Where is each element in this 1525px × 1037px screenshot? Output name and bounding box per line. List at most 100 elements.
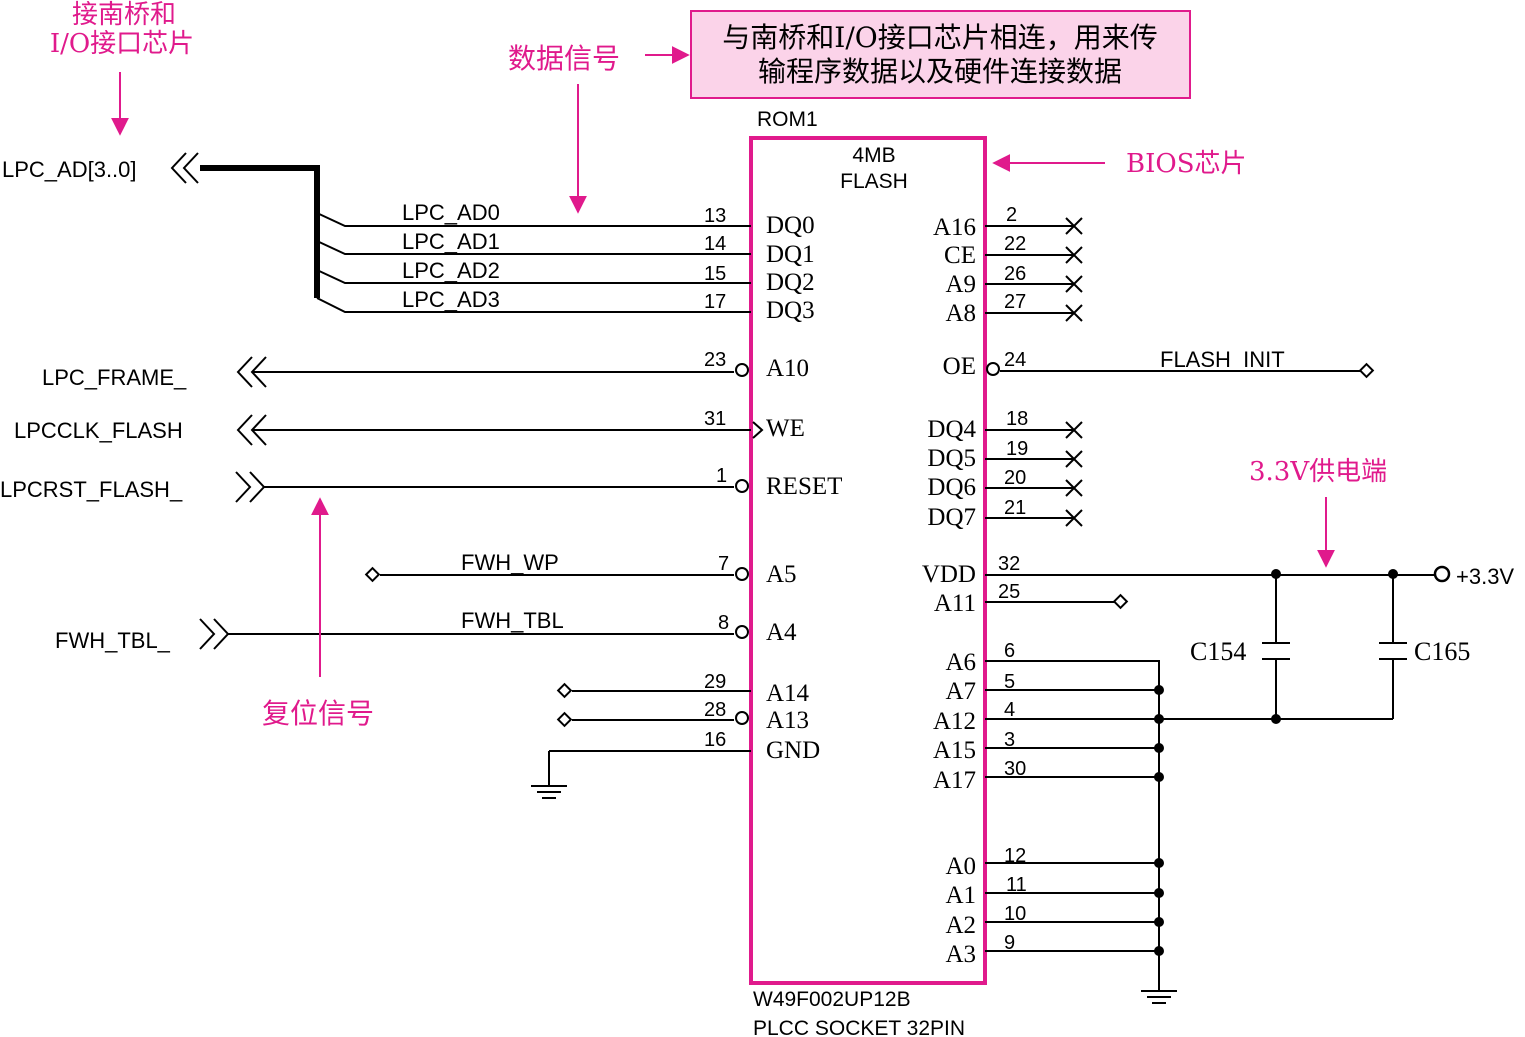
pin-name-a16: A16 [933,214,976,241]
chip-ref: ROM1 [757,108,818,131]
pin-num-24: 24 [1004,349,1026,371]
pin-num-2: 2 [1006,204,1017,226]
pin-num-18: 18 [1006,408,1028,430]
right-nc-pins [985,217,1083,527]
chip-part-number: W49F002UP12B [753,988,911,1011]
fwh-wp-terminal [364,566,381,583]
pin-num-15: 15 [704,263,726,285]
anno-bios-chip: BIOS芯片 [1126,149,1247,179]
lpc-ad-port-arrow [170,152,199,184]
capacitor-c165 [1379,575,1407,719]
anno-description-box [690,10,1191,99]
nc-dq6-icon [1065,479,1083,497]
pin-num-16: 16 [704,729,726,751]
address-tie-junctions [1154,685,1281,956]
chip-package: PLCC SOCKET 32PIN [753,1017,965,1037]
net-flash-init: FLASH_INIT [1160,347,1285,372]
lpc-rst-port [235,471,266,503]
anno-power-end: 3.3V供电端 [1249,457,1387,487]
flash-chip-body [749,136,987,985]
pin-num-6: 6 [1004,640,1015,662]
ground-right-icon [1141,990,1177,1004]
pin-name-we: WE [766,415,805,442]
pin-name-a5: A5 [766,561,797,588]
pin-name-a13: A13 [766,707,809,734]
pin-num-14: 14 [704,233,726,255]
pin-num-1: 1 [716,465,727,487]
net-lpc-ad: LPC_AD[3..0] [2,157,137,182]
pin-num-7: 7 [718,553,729,575]
pin-num-4: 4 [1004,699,1015,721]
nc-a16-icon [1065,217,1083,235]
pin-num-30: 30 [1004,758,1026,780]
pin-name-a12: A12 [933,708,976,735]
nc-a9-icon [1065,275,1083,293]
pin-num-11: 11 [1006,874,1027,896]
pin-name-a0: A0 [945,853,976,880]
pin-num-17: 17 [704,291,726,313]
pin-num-10: 10 [1004,903,1026,925]
flash-init-terminal [1358,362,1375,379]
vdd-junction-2 [1388,569,1398,579]
pin-num-28: 28 [704,699,726,721]
net-fwh-tbl-port: FWH_TBL_ [55,628,171,653]
pin-name-dq3: DQ3 [766,297,815,324]
pin-name-oe: OE [943,353,976,380]
wire-gnd-left [548,750,751,785]
fwh-tbl-port [199,618,230,650]
pin-num-3: 3 [1004,729,1015,751]
ground-left-icon [531,785,567,799]
pin-num-20: 20 [1004,467,1026,489]
pin-num-27: 27 [1004,291,1026,313]
a11-terminal [1112,593,1129,610]
pin-name-a10: A10 [766,355,809,382]
net-lpc-frame: LPC_FRAME_ [42,365,187,390]
pin-name-a2: A2 [945,912,976,939]
pin-num-12: 12 [1004,845,1026,867]
nc-ce-icon [1065,246,1083,264]
pin-name-a6: A6 [945,649,976,676]
pin-name-reset: RESET [766,473,842,500]
address-tie-net [985,660,1393,990]
pin-name-a14: A14 [766,680,810,707]
nc-dq4-icon [1065,421,1083,439]
lpc-ad-bus [200,165,751,313]
pin-name-dq7: DQ7 [927,504,976,531]
pin-name-a7: A7 [945,678,976,705]
pin-name-a8: A8 [945,300,976,327]
pin-name-a1: A1 [945,882,976,909]
a14-terminal [556,682,573,699]
pin-name-dq5: DQ5 [927,445,976,472]
pin-num-29: 29 [704,671,726,693]
pin-num-8: 8 [718,612,729,634]
net-lpc-ad3: LPC_AD3 [402,287,500,312]
nc-a8-icon [1065,304,1083,322]
anno-box-line1: 与南桥和I/O接口芯片相连，用来传 [722,21,1157,54]
pin-name-dq0: DQ0 [766,212,815,239]
pin-name-a4: A4 [766,619,797,646]
pin-a13-bubble [735,711,749,725]
pin-a4-bubble [735,625,749,639]
cap-c154-label: C154 [1190,637,1246,666]
net-lpc-ad1: LPC_AD1 [402,229,500,254]
pin-a5-bubble [735,567,749,581]
pin-num-9: 9 [1004,932,1015,954]
pin-num-23: 23 [704,349,726,371]
pin-reset-bubble [735,479,749,493]
pin-name-dq4: DQ4 [927,416,976,443]
pin-name-a3: A3 [945,941,976,968]
pin-name-dq6: DQ6 [927,474,976,501]
pin-name-a15: A15 [933,737,976,764]
anno-southbridge-line2: I/O接口芯片 [50,29,194,59]
anno-reset-signal: 复位信号 [262,697,374,730]
pin-num-5: 5 [1004,671,1015,693]
pin-name-dq1: DQ1 [766,241,815,268]
pin-num-21: 21 [1004,497,1026,519]
vdd-junction-1 [1271,569,1281,579]
nc-dq7-icon [1065,509,1083,527]
pin-name-a11: A11 [934,590,976,617]
pin-num-31: 31 [704,408,726,430]
net-lpc-ad0: LPC_AD0 [402,200,500,225]
chip-type-line2: FLASH [840,170,908,193]
